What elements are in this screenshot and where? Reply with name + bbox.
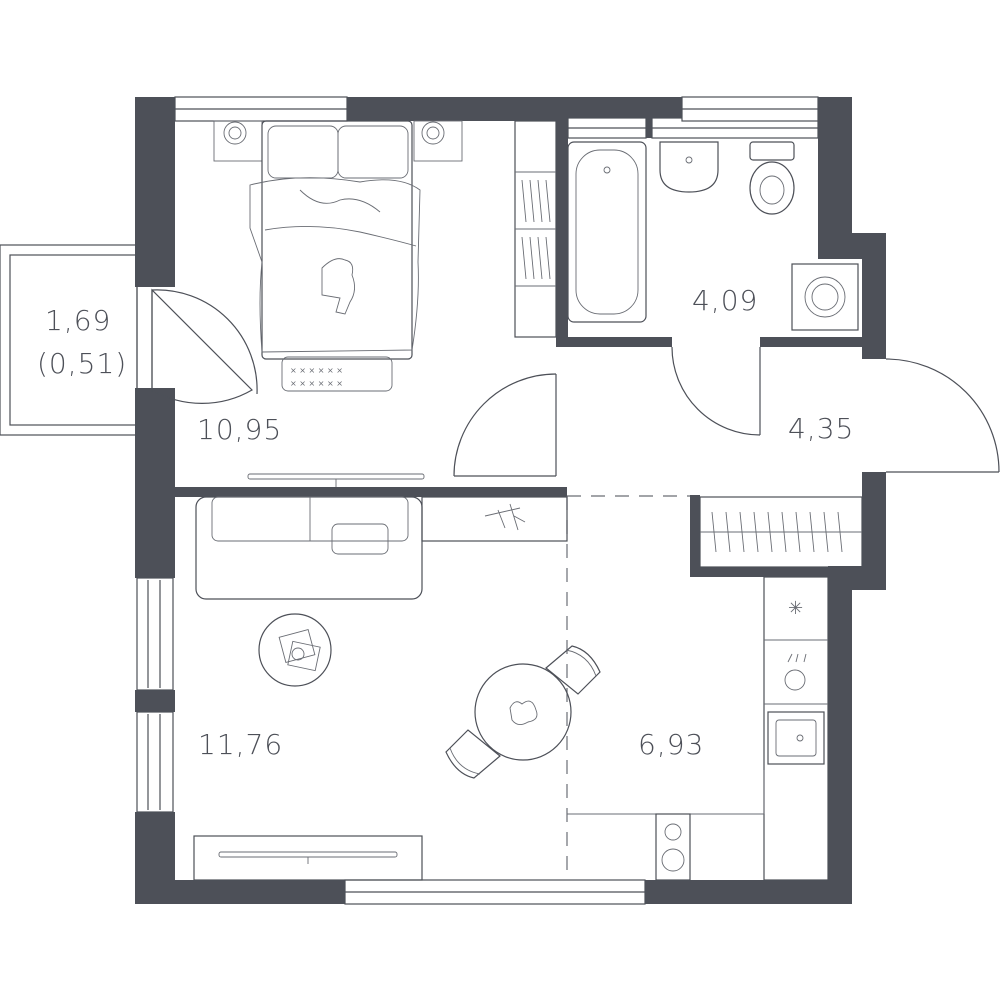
stove-icon [655, 813, 691, 881]
rug-icon: × × × × × × × × × × × × [281, 356, 393, 392]
sofa-icon [195, 496, 568, 600]
tv-icon [247, 473, 425, 487]
bathroom-area-label: 4,09 [692, 284, 759, 317]
bed-icon [249, 120, 421, 360]
fridge-icon: ✳ [788, 598, 803, 619]
svg-text:✳: ✳ [788, 598, 803, 619]
dining-table-icon [474, 663, 572, 761]
balcony [0, 244, 138, 436]
hallway-area-label: 4,35 [788, 412, 855, 445]
living-room-area-label: 11,76 [198, 728, 284, 761]
washbasin-icon [659, 141, 719, 193]
washing-machine-icon [791, 263, 859, 331]
toilet-icon [749, 141, 795, 215]
kitchen-counter [567, 576, 829, 881]
wardrobe-icon [699, 496, 863, 568]
tv-icon [193, 835, 423, 881]
wardrobe-icon [514, 120, 557, 338]
svg-text:× × × × × ×: × × × × × × [290, 379, 343, 388]
bathtub-icon [567, 141, 647, 323]
sink-icon [767, 711, 825, 765]
pillow-icon [267, 125, 409, 179]
bedroom-area-label: 10,95 [197, 413, 283, 446]
kitchen-area-label: 6,93 [638, 728, 705, 761]
plant-icon [484, 503, 526, 531]
balcony-reduced-area-label: (0,51) [37, 347, 128, 380]
chair-icon [445, 645, 601, 779]
window-icon [136, 577, 174, 813]
coffee-table-icon [258, 613, 332, 687]
balcony-area-label: 1,69 [45, 304, 112, 337]
walls [135, 97, 886, 904]
svg-text:× × × × × ×: × × × × × × [290, 366, 343, 375]
kettle-icon [784, 653, 807, 691]
window-icon [174, 96, 819, 905]
door-swing-icon [151, 288, 1000, 477]
cat-icon [321, 258, 355, 315]
